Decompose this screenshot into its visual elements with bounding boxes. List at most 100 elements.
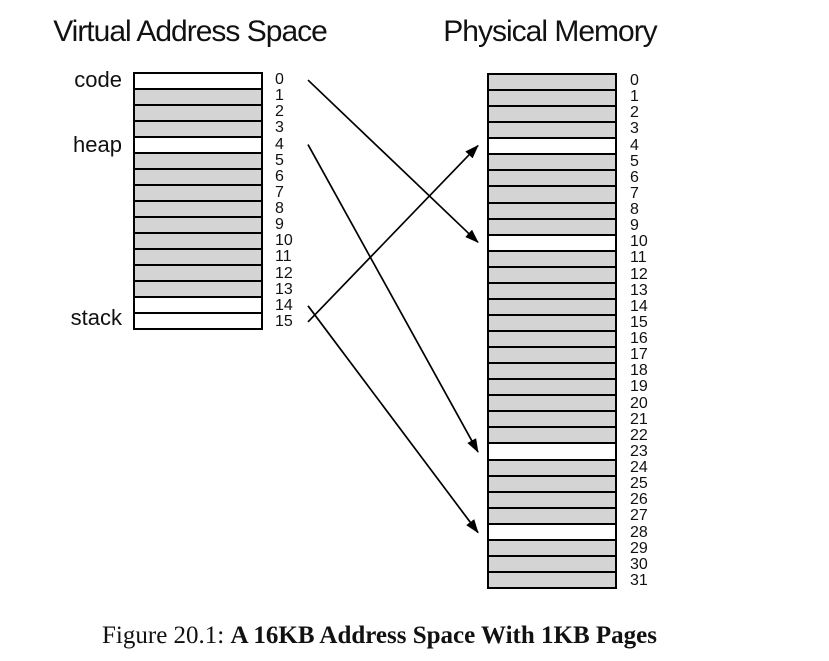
virtual-page-row-number: 2 [275,103,284,121]
physical-page-row-number: 27 [630,507,648,525]
virtual-page-row [135,202,261,218]
segment-label-stack: stack [70,304,122,330]
physical-page-row [489,75,615,92]
physical-page-row-number: 3 [630,120,639,138]
virtual-page-row [135,282,261,298]
physical-page-row-number: 7 [630,184,639,202]
virtual-page-row [135,186,261,202]
physical-page-row [489,251,615,268]
mapping-arrow-vp4-pf23 [307,144,479,453]
physical-page-row [489,91,615,108]
physical-page-row-number: 26 [630,491,648,509]
physical-page-row [489,315,615,332]
virtual-page-row-number: 1 [275,87,284,105]
virtual-page-row-number: 4 [275,135,284,153]
virtual-page-row-number: 3 [275,119,284,137]
physical-page-row-number: 25 [630,475,648,493]
physical-page-row-number: 18 [630,362,648,380]
virtual-page-row [135,74,261,90]
physical-page-row [489,524,615,541]
mapping-arrow-vp15-pf4 [307,144,479,323]
virtual-page-row [135,138,261,154]
physical-page-row-number: 6 [630,168,639,186]
virtual-address-space-title: Virtual Address Space [53,15,328,48]
physical-page-row-number: 23 [630,442,648,460]
virtual-page-row [135,266,261,282]
physical-page-row [489,492,615,509]
segment-label-code: code [74,67,122,93]
physical-page-row-number: 31 [630,571,648,589]
physical-page-row [489,235,615,252]
physical-page-row-number: 9 [630,217,639,235]
physical-page-row-number: 22 [630,426,648,444]
virtual-page-row [135,122,261,138]
physical-page-row [489,219,615,236]
physical-page-row-number: 21 [630,410,648,428]
physical-page-row-number: 28 [630,523,648,541]
physical-page-row-number: 14 [630,297,648,315]
mapping-arrow-vp0-pf10 [307,79,479,244]
caption-title: A 16KB Address Space With 1KB Pages [230,622,657,649]
virtual-page-row-number: 12 [275,264,293,282]
physical-page-row-number: 16 [630,330,648,347]
physical-page-row [489,171,615,188]
physical-page-row [489,380,615,397]
virtual-page-row-number: 0 [275,71,284,88]
virtual-page-row [135,298,261,314]
virtual-page-row [135,154,261,170]
physical-page-row [489,203,615,220]
virtual-page-row-number: 8 [275,200,284,217]
virtual-page-row-number: 15 [275,312,293,330]
physical-page-row-number: 10 [630,233,648,251]
physical-page-row-number: 12 [630,265,648,283]
virtual-page-row-number: 5 [275,151,284,169]
virtual-page-row [135,234,261,250]
physical-page-row [489,155,615,172]
physical-page-row-number: 29 [630,539,648,557]
physical-page-row-number: 4 [630,136,639,154]
physical-page-row-number: 0 [630,72,639,89]
physical-page-row-number: 8 [630,201,639,218]
physical-page-row [489,572,615,587]
virtual-page-row [135,218,261,234]
physical-page-row-number: 13 [630,281,648,299]
physical-page-row [489,332,615,349]
physical-page-row [489,123,615,140]
physical-page-row [489,428,615,445]
virtual-page-row-number: 6 [275,167,284,185]
virtual-page-row-number: 9 [275,216,284,234]
physical-page-row-number: 1 [630,88,639,106]
physical-page-row-number: 20 [630,394,648,412]
physical-memory-table [487,73,617,589]
physical-page-row-number: 30 [630,555,648,573]
physical-page-row [489,540,615,557]
caption-prefix: Figure 20.1: [102,622,231,649]
physical-page-row [489,412,615,429]
mapping-arrow-vp14-pf28 [307,305,479,534]
virtual-address-space-table [133,72,263,330]
physical-memory-title: Physical Memory [443,15,657,48]
physical-page-row [489,299,615,316]
physical-page-row [489,556,615,573]
physical-page-row [489,187,615,204]
physical-page-row-number: 2 [630,104,639,122]
physical-page-row-number: 17 [630,346,648,364]
segment-label-heap: heap [73,131,122,157]
physical-page-row-number: 11 [630,249,647,267]
virtual-page-row [135,250,261,266]
physical-page-row [489,444,615,461]
physical-page-row-number: 24 [630,459,648,476]
virtual-page-row-number: 14 [275,296,293,314]
virtual-page-row [135,106,261,122]
physical-page-row [489,283,615,300]
physical-page-row [489,508,615,525]
virtual-page-row-number: 10 [275,232,293,250]
virtual-page-row-number: 7 [275,183,284,201]
physical-page-row [489,364,615,381]
virtual-page-row [135,90,261,106]
physical-page-row [489,476,615,493]
physical-page-row [489,460,615,477]
physical-page-row [489,396,615,413]
